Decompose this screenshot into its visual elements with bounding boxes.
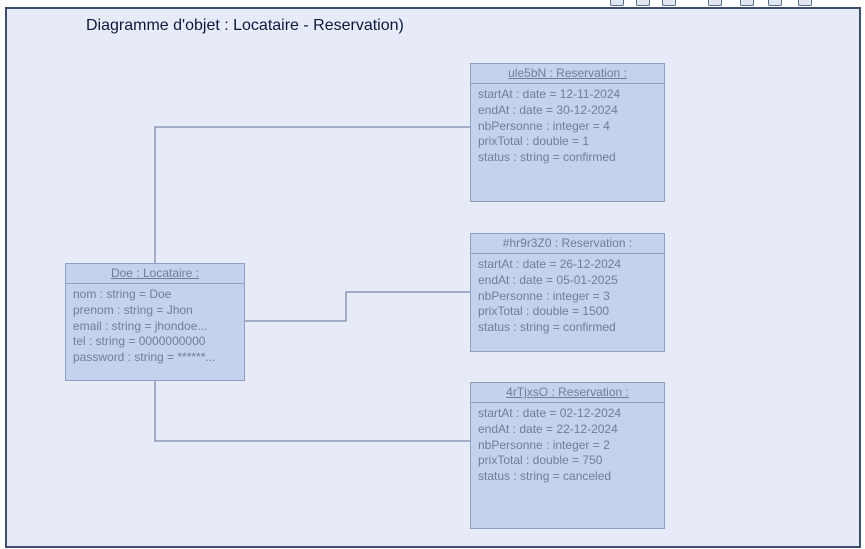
toolbar-tool-icon[interactable]: [662, 0, 676, 6]
toolbar-print-icon[interactable]: [740, 0, 754, 6]
link-locataire-reservation-3[interactable]: [154, 381, 471, 442]
toolbar-tool-icon[interactable]: [610, 0, 624, 6]
object-header: ule5bN : Reservation :: [471, 64, 664, 84]
object-header: #hr9r3Z0 : Reservation :: [471, 234, 664, 254]
toolbar-window-icon[interactable]: [768, 0, 782, 6]
attribute: status : string = canceled: [478, 469, 612, 484]
object-header: Doe : Locataire :: [66, 264, 244, 284]
toolbar: [600, 0, 865, 6]
diagram-title: Diagramme d'objet : Locataire - Reservat…: [86, 17, 404, 34]
attribute: nbPersonne : integer = 2: [478, 437, 610, 452]
toolbar-page-icon[interactable]: [708, 0, 722, 6]
toolbar-tool-icon[interactable]: [636, 0, 650, 6]
attribute: endAt : date = 22-12-2024: [478, 421, 618, 436]
attribute-list: startAt : date = 12-11-2024 endAt : date…: [471, 84, 664, 166]
attribute: email : string = jhondoe...: [73, 318, 208, 333]
link-locataire-reservation-1[interactable]: [154, 126, 471, 263]
object-reservation-2[interactable]: #hr9r3Z0 : Reservation : startAt : date …: [470, 233, 665, 352]
object-locataire[interactable]: Doe : Locataire : nom : string = Doe pre…: [65, 263, 245, 381]
toolbar-fit-icon[interactable]: [798, 0, 812, 6]
object-header: 4rTjxsO : Reservation :: [471, 383, 664, 403]
attribute: prixTotal : double = 1: [478, 134, 590, 149]
attribute: nbPersonne : integer = 4: [478, 118, 610, 133]
link-locataire-reservation-2[interactable]: [245, 291, 471, 322]
attribute: endAt : date = 30-12-2024: [478, 102, 618, 117]
attribute-list: nom : string = Doe prenom : string = Jho…: [66, 284, 244, 366]
attribute: nbPersonne : integer = 3: [478, 288, 610, 303]
attribute: endAt : date = 05-01-2025: [478, 272, 618, 287]
attribute: startAt : date = 02-12-2024: [478, 406, 622, 420]
attribute: prenom : string = Jhon: [73, 302, 193, 317]
object-reservation-3[interactable]: 4rTjxsO : Reservation : startAt : date =…: [470, 382, 665, 529]
attribute: nom : string = Doe: [73, 287, 172, 301]
object-reservation-1[interactable]: ule5bN : Reservation : startAt : date = …: [470, 63, 665, 202]
attribute: prixTotal : double = 1500: [478, 304, 610, 319]
attribute: prixTotal : double = 750: [478, 453, 603, 468]
attribute: password : string = ******...: [73, 350, 216, 365]
attribute: status : string = confirmed: [478, 150, 616, 165]
attribute: tel : string = 0000000000: [73, 334, 206, 349]
attribute: status : string = confirmed: [478, 320, 616, 335]
attribute-list: startAt : date = 02-12-2024 endAt : date…: [471, 403, 664, 485]
attribute: startAt : date = 26-12-2024: [478, 257, 622, 271]
attribute: startAt : date = 12-11-2024: [478, 87, 621, 101]
attribute-list: startAt : date = 26-12-2024 endAt : date…: [471, 254, 664, 336]
